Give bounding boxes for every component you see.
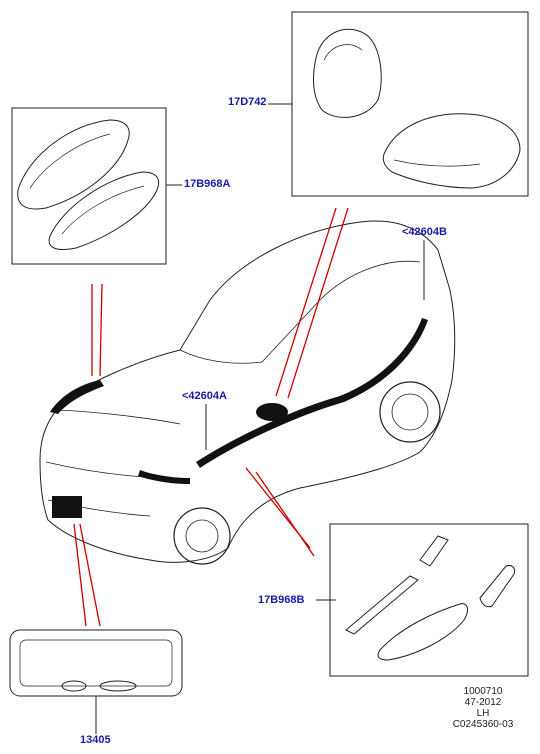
hood-vent-box (11, 107, 167, 265)
callout-side-vent[interactable]: 17B968B (258, 594, 305, 606)
side-vent-part-1 (345, 575, 419, 635)
callout-stripe-rear[interactable]: <42604B (402, 226, 447, 238)
meta-line-2: 47-2012 (464, 697, 502, 708)
stripe-side-mark (196, 318, 428, 468)
vehicle-body (39, 220, 456, 563)
illustration-meta: 1000710 47-2012 LH C0245360-03 (438, 686, 528, 730)
side-vent-part-4 (479, 565, 515, 608)
callout-stripe-front[interactable]: <42604A (182, 390, 227, 402)
mirror-mark (256, 403, 288, 421)
meta-line-3: LH (476, 708, 490, 719)
plate-mark (52, 496, 82, 518)
side-vent-box (329, 523, 529, 677)
mirror-cover-part-2 (382, 113, 521, 189)
side-vent-part-3 (419, 535, 449, 567)
callout-plate-frame[interactable]: 13405 (80, 734, 111, 746)
side-vent-part-2 (377, 603, 468, 661)
mirror-cover-box (291, 11, 529, 197)
meta-line-1: 1000710 (463, 686, 503, 697)
hood-vent-part-1 (17, 119, 130, 210)
callout-mirror-cover[interactable]: 17D742 (228, 96, 267, 108)
hood-vent-part-2 (48, 171, 160, 250)
mirror-cover-part-1 (313, 28, 382, 118)
callout-hood-vent[interactable]: 17B968A (184, 178, 231, 190)
stripe-front-mark (50, 380, 190, 484)
meta-line-4: C0245360-03 (452, 719, 514, 730)
